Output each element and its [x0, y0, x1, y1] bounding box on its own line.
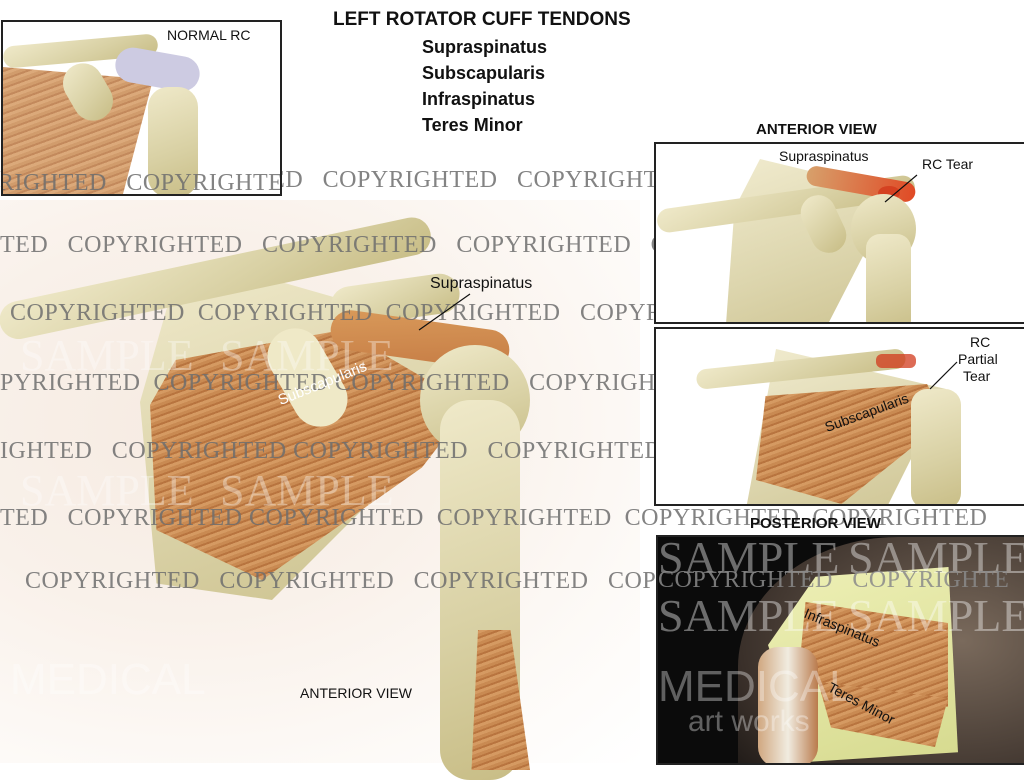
partial-tear-label-tear: Tear: [963, 368, 991, 384]
page-title: LEFT ROTATOR CUFF TENDONS: [333, 9, 631, 30]
watermark-sample: SAMPLE: [20, 466, 194, 515]
tendon-list-item: Teres Minor: [422, 115, 523, 135]
watermark-brand-sub: art works: [688, 705, 810, 738]
normal-rc-label: NORMAL RC: [167, 27, 251, 43]
watermark-row: RIGHTED COPYRIGHTE: [1, 170, 282, 196]
watermark-sample: SAMPLE: [220, 466, 394, 515]
main-anterior-illustration: [0, 213, 640, 780]
tendon-list-item: Subscapularis: [422, 63, 546, 83]
humerus-shaft: [866, 234, 911, 322]
posterior-panel: SAMPLE SAMPLE SAMPLE SAMPLE COPYRIGHTED …: [656, 535, 1024, 765]
watermark-sample: SAMPLE: [658, 590, 840, 641]
tear-site: [876, 354, 916, 368]
partial-tear-label-rc: RC: [970, 334, 991, 350]
watermark-sample: SAMPLE: [848, 535, 1024, 583]
watermark-brand: MEDICAL: [10, 655, 206, 704]
partial-tear-panel: RC Partial Tear Subscapularis: [654, 327, 1024, 506]
humerus: [148, 87, 198, 194]
anterior-supraspinatus-label: Supraspinatus: [779, 148, 869, 164]
watermark-sample: SAMPLE: [220, 331, 394, 380]
rc-tear-label: RC Tear: [922, 156, 974, 172]
tendon-list-item: Supraspinatus: [422, 37, 548, 57]
anterior-view-heading: ANTERIOR VIEW: [756, 121, 877, 138]
rc-tear-pointer-line: [884, 174, 918, 203]
supraspinatus-pointer-line: [418, 293, 471, 331]
normal-rc-inset: RIGHTED COPYRIGHTE NORMAL RC: [1, 20, 282, 196]
main-view-label: ANTERIOR VIEW: [300, 685, 413, 701]
watermark-brand: MEDICAL: [658, 662, 854, 711]
partial-tear-pointer-line: [929, 361, 958, 390]
anterior-tear-panel: Supraspinatus RC Tear: [654, 142, 1024, 324]
partial-tear-label-partial: Partial: [958, 351, 998, 367]
watermark-sample: SAMPLE: [658, 535, 840, 583]
watermark-row: TED COPYRIGHTED COPYRIGHTED COPYRIGHTED …: [0, 505, 988, 531]
watermark-sample: SAMPLE: [20, 331, 194, 380]
humerus: [758, 647, 818, 763]
humerus: [911, 389, 961, 504]
posterior-view-heading: POSTERIOR VIEW: [750, 515, 881, 532]
watermark-row: COPYRIGHTED COPYRIGHTE: [658, 567, 1010, 593]
main-supraspinatus-label: Supraspinatus: [430, 275, 533, 292]
watermark-sample: SAMPLE: [848, 590, 1024, 641]
tendon-list-item: Infraspinatus: [422, 89, 536, 109]
